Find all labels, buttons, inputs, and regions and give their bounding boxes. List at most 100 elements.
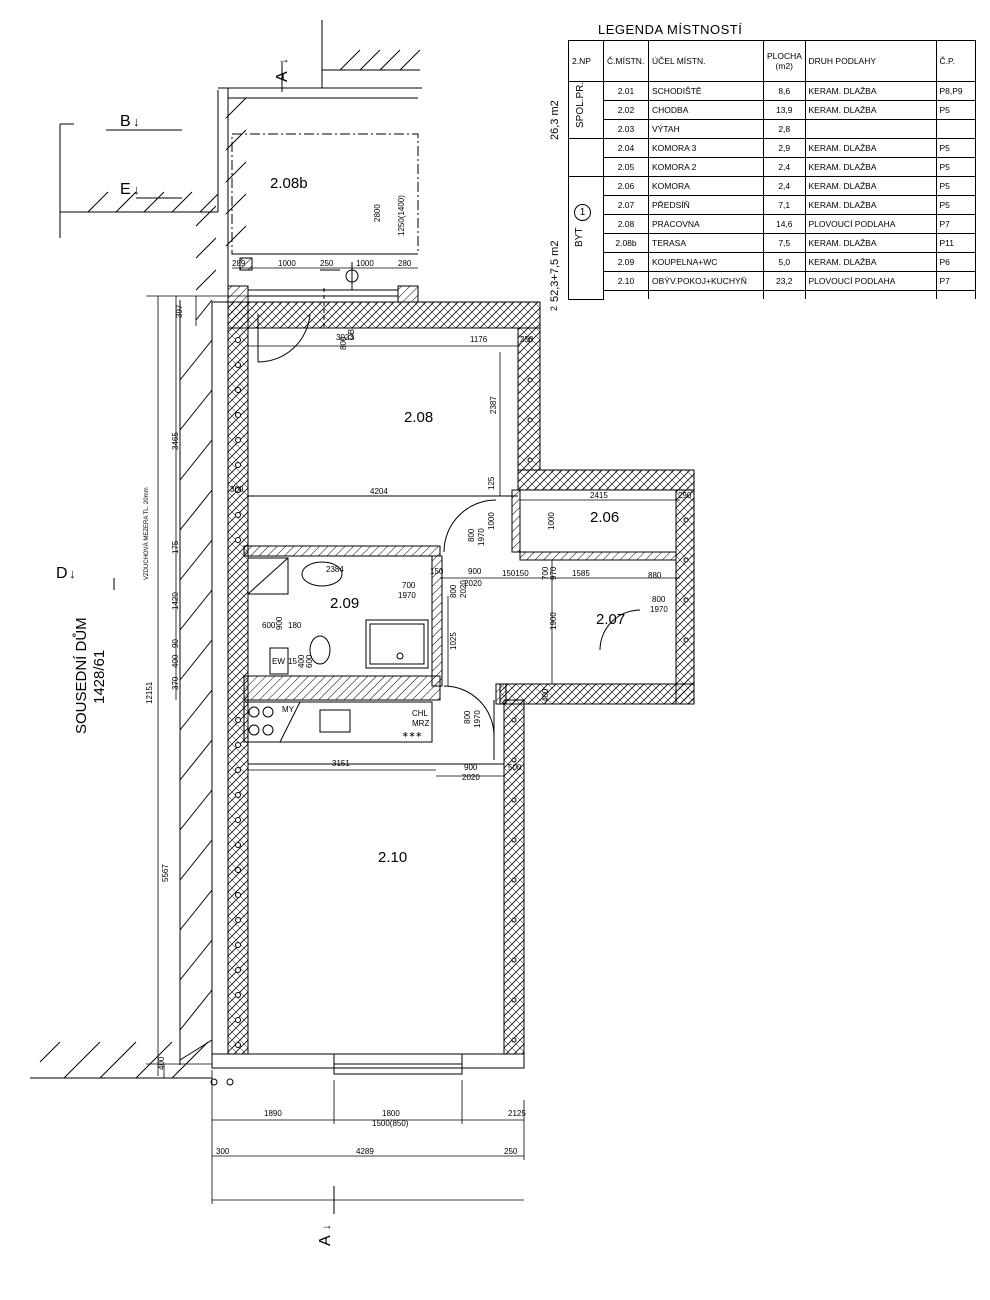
partitions: [243, 489, 677, 765]
dim-text: 4204: [370, 487, 388, 496]
dimension-texts: 289 1000 250 1000 280 2800 1250(1400) 39…: [145, 195, 692, 1156]
legend-row: 2.08b TERASA 7,5 KERAM. DLAŽBA P11: [569, 233, 976, 253]
dim-text: 2387: [489, 396, 498, 414]
dim-text: 1000: [547, 512, 556, 530]
dim-text: 600: [262, 621, 276, 630]
dim-text: 1970: [477, 528, 486, 546]
dimension-lines: [146, 267, 680, 1204]
section-markers: A ↓ B ↓ E ↓ D ↓ A ↓: [56, 58, 334, 1246]
kitchen-dots: ∗∗∗: [402, 730, 422, 739]
terrace-outline: [227, 133, 419, 303]
dim-text: 250: [320, 259, 334, 268]
db-label: DB: [347, 329, 356, 340]
dim-text: 900: [468, 567, 482, 576]
bottom-window: [333, 1053, 463, 1075]
room-name: OBÝV.POKOJ+KUCHYŇ: [648, 271, 764, 291]
section-a-bottom-arrow: ↓: [319, 1224, 333, 1230]
cut-cell: [648, 290, 764, 299]
dim-text: 5567: [161, 864, 170, 882]
dim-text: 300: [230, 485, 244, 494]
dim-text: 800: [467, 528, 476, 542]
dim-text: 800: [449, 584, 458, 598]
dim-text: 900: [275, 616, 284, 630]
room-cp: P7: [935, 214, 976, 234]
mrz-label: MRZ: [412, 719, 429, 728]
dim-text: 1585: [572, 569, 590, 578]
room-label: 2.08: [404, 409, 433, 426]
byt-group-cell: BYT 1: [568, 176, 604, 300]
dim-text: 1000: [356, 259, 374, 268]
dim-text: 2020: [462, 773, 480, 782]
dim-text: 370: [171, 676, 180, 690]
dim-text: 400: [171, 654, 180, 668]
dim-text: 700: [402, 581, 416, 590]
dim-text: 300: [216, 1147, 230, 1156]
dim-text: 1800: [382, 1109, 400, 1118]
dim-text: 250: [504, 1147, 518, 1156]
dim-text: 1970: [398, 591, 416, 600]
dim-text: 3465: [171, 432, 180, 450]
legend-header: DRUH PODLAHY: [804, 40, 937, 82]
room-label: 2.10: [378, 849, 407, 866]
neighbour-hatch: [179, 299, 213, 1065]
section-d-arrow: ↓: [69, 566, 76, 581]
dim-text: 1970: [650, 605, 668, 614]
section-e: E: [120, 181, 131, 198]
outer-walls: [211, 301, 695, 1069]
legend-table: 2.NP Č.MÍSTN. ÚČEL MÍSTN. PLOCHA (m2) DR…: [568, 40, 976, 300]
dim-text: 400: [157, 1056, 166, 1070]
cut-cell: [935, 290, 976, 299]
dim-text: 280: [398, 259, 412, 268]
dim-text: 880: [648, 571, 662, 580]
dim-text: 1900: [549, 612, 558, 630]
dim-text: 800: [463, 710, 472, 724]
legend-row: 2.02 CHODBA 13,9 KERAM. DLAŽBA P5: [569, 100, 976, 120]
legend-header: Č.MÍSTN.: [603, 40, 649, 82]
neighbour-label-2: 1428/61: [91, 650, 108, 704]
air-gap-label: VZDUCHOVÁ MEZERA TL. 20mm: [143, 487, 150, 580]
dim-text: 1500(850): [372, 1119, 409, 1128]
dim-text: 400: [297, 654, 306, 668]
section-b-arrow: ↓: [133, 114, 140, 129]
room-label: 2.08b: [270, 175, 308, 192]
dim-text: 600: [305, 654, 314, 668]
section-d: D: [56, 565, 68, 582]
ground-hatch: [30, 20, 422, 1079]
legend-row: BYT 1 2.06 KOMORA 2,4 KERAM. DLAŽBA P5: [568, 176, 976, 300]
dim-text: 800: [339, 336, 348, 350]
legend-header-row: 2.NP Č.MÍSTN. ÚČEL MÍSTN. PLOCHA (m2) DR…: [568, 40, 976, 82]
room-label: 2.07: [596, 611, 625, 628]
dim-text: 250: [520, 335, 534, 344]
dim-text: 1420: [171, 592, 180, 610]
room-label: 2.06: [590, 509, 619, 526]
dim-text: 1176: [470, 335, 488, 344]
dim-text: 1000: [487, 512, 496, 530]
dim-text: 125: [487, 476, 496, 490]
kitchen-fixtures: [243, 701, 433, 743]
bathroom-fixtures: [244, 557, 440, 677]
dim-text: 150: [430, 567, 444, 576]
ew-num-label: 15: [288, 657, 297, 666]
room-cp: P7: [935, 271, 976, 291]
dim-text: 1000: [278, 259, 296, 268]
dim-text: 2384: [326, 565, 344, 574]
room-label: 2.09: [330, 595, 359, 612]
dim-text: 1025: [449, 632, 458, 650]
dim-text: 3023: [336, 333, 354, 342]
section-b: B: [120, 113, 131, 130]
dim-text: 2415: [590, 491, 608, 500]
neighbour-label-1: SOUSEDNÍ DŮM: [72, 617, 90, 734]
section-a-top: A: [274, 71, 291, 82]
dim-text: 180: [288, 621, 302, 630]
doors: [257, 288, 641, 760]
dim-text: 1890: [264, 1109, 282, 1118]
dim-text: 12151: [145, 681, 154, 704]
section-a-bottom: A: [317, 1235, 334, 1246]
room-cp: P5: [935, 176, 976, 196]
dim-text: 1970: [473, 710, 482, 728]
section-a-top-arrow: ↓: [276, 58, 290, 64]
legend-header: ÚČEL MÍSTN.: [648, 40, 764, 82]
dim-text: 500: [508, 763, 522, 772]
fixture-labels: EW 15 MY CHL MRZ ∗∗∗ DB: [272, 329, 429, 739]
